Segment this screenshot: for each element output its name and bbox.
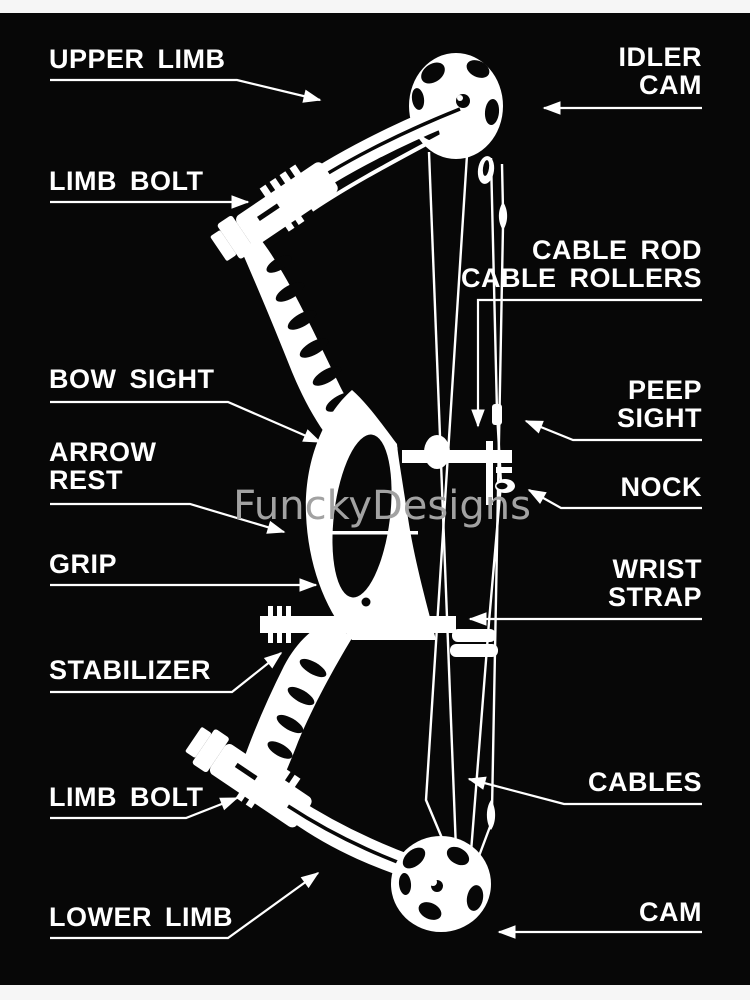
riser-grip	[305, 390, 436, 640]
nock-part	[495, 479, 515, 493]
cam-wheel	[391, 836, 491, 932]
leader-lines	[50, 78, 702, 940]
leader-arrow-rest	[50, 502, 286, 534]
leader-lower-limb	[50, 872, 320, 940]
leader-stabilizer	[50, 652, 283, 694]
upper-limb-bolt-part	[210, 162, 338, 261]
watermark-text: FunckyDesigns	[233, 483, 531, 529]
label-wrist-strap: WRIST STRAP	[607, 554, 702, 612]
leader-cables	[467, 776, 702, 806]
peep-sight-part	[492, 404, 502, 425]
label-grip: GRIP	[49, 549, 118, 579]
label-upper-limb: UPPER LIMB	[49, 44, 226, 74]
leader-peep-sight	[524, 419, 702, 442]
sight-and-rest	[312, 435, 512, 535]
label-stabilizer: STABILIZER	[49, 655, 211, 685]
label-nock: NOCK	[620, 472, 702, 502]
label-idler-cam: IDLER CAM	[618, 42, 702, 100]
label-cam: CAM	[639, 897, 702, 927]
cable-roller-lower	[486, 800, 496, 830]
leader-bow-sight	[50, 400, 322, 444]
label-peep-sight: PEEP SIGHT	[616, 375, 702, 433]
label-limb-bolt-upper: LIMB BOLT	[49, 166, 204, 196]
label-cable-rod: CABLE ROD CABLE ROLLERS	[461, 235, 702, 293]
label-cables: CABLES	[587, 767, 702, 797]
leader-nock	[527, 489, 702, 510]
riser-lower	[242, 620, 352, 794]
leader-limb-bolt-lower	[50, 796, 239, 820]
cable-roller-upper	[498, 202, 508, 230]
leader-upper-limb	[50, 78, 322, 103]
label-lower-limb: LOWER LIMB	[49, 902, 233, 932]
label-arrow-rest: ARROW REST	[49, 437, 157, 495]
label-bow-sight: BOW SIGHT	[49, 364, 215, 394]
bow-drawing	[185, 53, 515, 932]
label-limb-bolt-lower: LIMB BOLT	[49, 782, 204, 812]
stabilizer-part	[260, 606, 498, 657]
leader-cable-rod	[471, 298, 702, 428]
